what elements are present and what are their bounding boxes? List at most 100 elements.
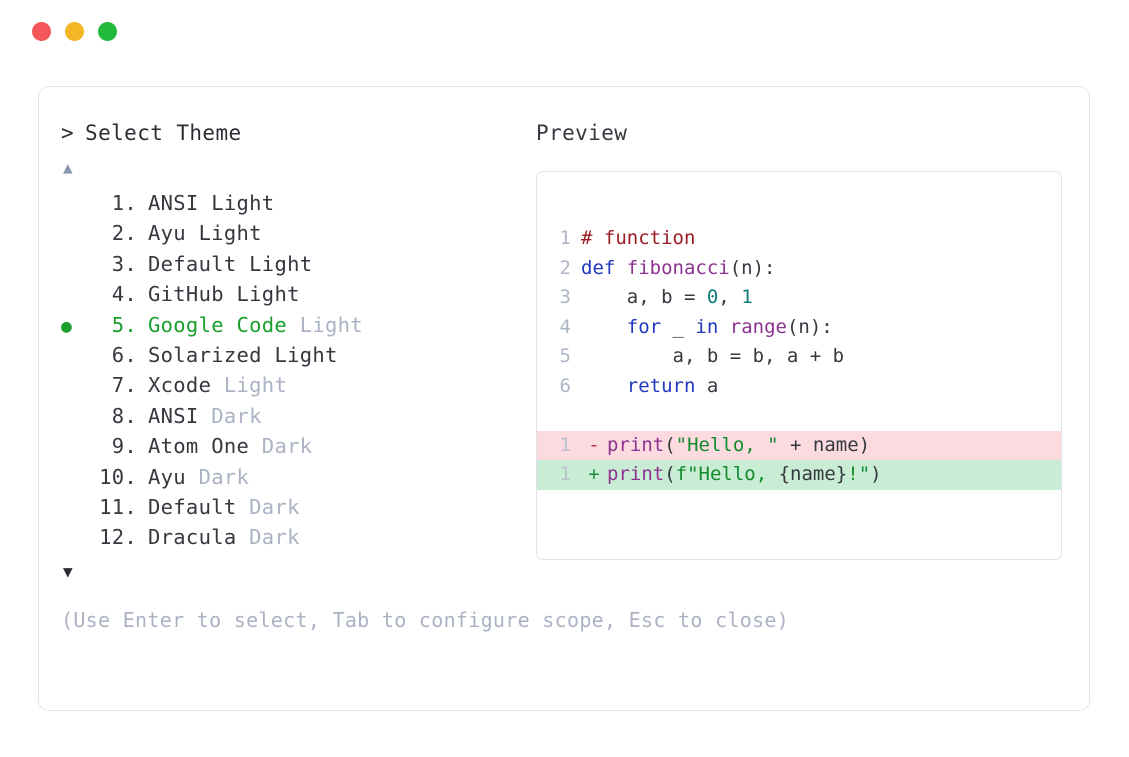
theme-item-name: Ayu: [148, 464, 186, 489]
theme-item-spacer: [262, 341, 275, 369]
theme-item-variant: Dark: [249, 525, 300, 550]
theme-item-index: 7.: [111, 373, 137, 398]
theme-item-index: 9.: [111, 434, 137, 459]
theme-item-index: 1.: [111, 191, 137, 215]
theme-item-name: GitHub: [148, 282, 224, 307]
diff-line-text: print("Hello, " + name): [607, 431, 870, 461]
diff-sign: +: [588, 463, 600, 485]
line-number: 1: [559, 463, 571, 485]
theme-item-spacer: [237, 523, 250, 551]
line-number: 1: [559, 433, 571, 456]
scroll-down-icon[interactable]: ▼: [63, 561, 73, 581]
code-token: a, b = b, a + b: [581, 345, 845, 367]
code-token: print: [607, 433, 665, 456]
selected-bullet-icon: ●: [61, 373, 89, 401]
theme-item-index: 4.: [111, 282, 137, 307]
selected-bullet-icon: ●: [61, 191, 89, 219]
code-token: {name}: [778, 463, 848, 485]
code-line: 6 return a: [537, 372, 1061, 402]
theme-list-item[interactable]: ● 10. Ayu Dark: [61, 463, 531, 493]
code-token: 1: [741, 286, 753, 308]
diff-line-add: 1+print(f"Hello, {name}!"): [537, 460, 1061, 490]
selected-bullet-icon: ●: [61, 343, 89, 371]
theme-list-item[interactable]: ●1.ANSI Light: [61, 189, 531, 219]
theme-item-variant: Dark: [211, 403, 262, 428]
theme-list-item[interactable]: ● 8. ANSI Dark: [61, 402, 531, 432]
theme-item-index: 12.: [99, 525, 137, 550]
theme-item-spacer: [237, 493, 250, 521]
theme-selection-pane: > Select Theme ▲ ● 1. ANSI Light ● 2. Ayu Lig…: [61, 123, 531, 584]
theme-picker-card: > Select Theme ▲ ● 1. ANSI Light ● 2. Ayu Lig…: [38, 86, 1090, 711]
keyboard-hint: (Use Enter to select, Tab to configure s…: [61, 608, 790, 632]
theme-item-spacer: [287, 311, 300, 339]
minimize-icon[interactable]: [65, 21, 84, 41]
selected-bullet-icon: ●: [61, 434, 89, 462]
code-token: ,: [718, 286, 742, 308]
selected-bullet-icon: ●: [61, 495, 89, 523]
code-line: 5 a, b = b, a + b: [537, 342, 1061, 372]
code-token: ): [870, 463, 882, 485]
code-line-text: def fibonacci(n):: [581, 254, 775, 284]
code-token: (: [664, 463, 676, 485]
theme-list-item[interactable]: ●5.Google Code Light: [61, 311, 531, 341]
theme-list-item[interactable]: ● 7. Xcode Light: [61, 371, 531, 401]
close-icon[interactable]: [32, 21, 51, 41]
diff-line-del: 1-print("Hello, " + name): [537, 430, 1061, 461]
theme-item-spacer: [211, 371, 224, 399]
theme-item-index: 10.: [99, 464, 137, 489]
theme-item-name: ANSI: [148, 403, 199, 428]
selected-bullet-icon: ●: [61, 221, 89, 249]
page-title: > Select Theme: [61, 123, 531, 144]
theme-item-index: 2.: [111, 221, 137, 246]
theme-list-item[interactable]: ●3.Default Light: [61, 250, 531, 280]
theme-item-index: 5.: [111, 312, 137, 337]
line-number: 4: [559, 315, 571, 338]
theme-item-index: 8.: [111, 403, 137, 428]
theme-item-variant: Dark: [198, 464, 250, 489]
theme-list-item[interactable]: ●2.Ayu Light: [61, 219, 531, 249]
theme-list-item[interactable]: ●9.Atom One Dark: [61, 432, 531, 462]
maximize-icon[interactable]: [98, 21, 117, 41]
theme-item-variant: Light: [249, 251, 313, 276]
code-line-text: a, b = b, a + b: [581, 342, 845, 372]
code-token: 0: [706, 286, 719, 308]
theme-item-spacer: [186, 219, 199, 247]
prompt-caret-icon: >: [61, 121, 75, 145]
code-token: [581, 375, 627, 397]
code-token: "Hello, ": [675, 433, 779, 456]
theme-item-name: Ayu: [148, 221, 186, 246]
selected-bullet-icon: ●: [61, 525, 89, 553]
line-number: 2: [559, 256, 571, 279]
code-token: !": [847, 463, 871, 485]
diff-sign: -: [588, 433, 600, 456]
selected-bullet-icon: ●: [61, 252, 89, 280]
scroll-up-icon[interactable]: ▲: [63, 158, 73, 177]
theme-item-variant: Light: [223, 373, 288, 398]
selected-bullet-icon: ●: [61, 465, 89, 493]
page-title-label: Select Theme: [85, 121, 242, 145]
code-line: 1 # function: [537, 224, 1061, 254]
theme-list-item[interactable]: ●11.Default Dark: [61, 493, 531, 523]
theme-item-name: Xcode: [148, 373, 212, 398]
line-number: 3: [559, 286, 571, 308]
code-blank-line: [537, 401, 1061, 431]
theme-item-name: Dracula: [148, 525, 237, 550]
theme-item-index: 6.: [111, 343, 137, 368]
theme-list-item[interactable]: ●6.Solarized Light: [61, 341, 531, 371]
code-token: return: [626, 374, 696, 397]
code-token: fibonacci: [626, 256, 730, 279]
line-number: 1: [559, 227, 571, 249]
theme-item-variant: Light: [211, 191, 275, 215]
code-line-text: # function: [581, 224, 695, 254]
preview-label: Preview: [536, 121, 628, 145]
theme-list-item[interactable]: ●4.GitHub Light: [61, 280, 531, 310]
theme-list-item[interactable]: ● 12. Dracula Dark: [61, 523, 531, 553]
code-line-text: for _ in range(n):: [581, 313, 833, 343]
code-token: def: [581, 256, 627, 279]
code-line: 3 a, b = 0, 1: [537, 283, 1061, 313]
code-token: [581, 316, 627, 338]
theme-item-variant: Light: [236, 282, 300, 307]
selected-bullet-icon: ●: [61, 404, 89, 432]
code-block: 1 # function 2 def fibonacci(n):3 a, b = 0,…: [537, 224, 1061, 490]
code-token: print: [607, 463, 665, 485]
